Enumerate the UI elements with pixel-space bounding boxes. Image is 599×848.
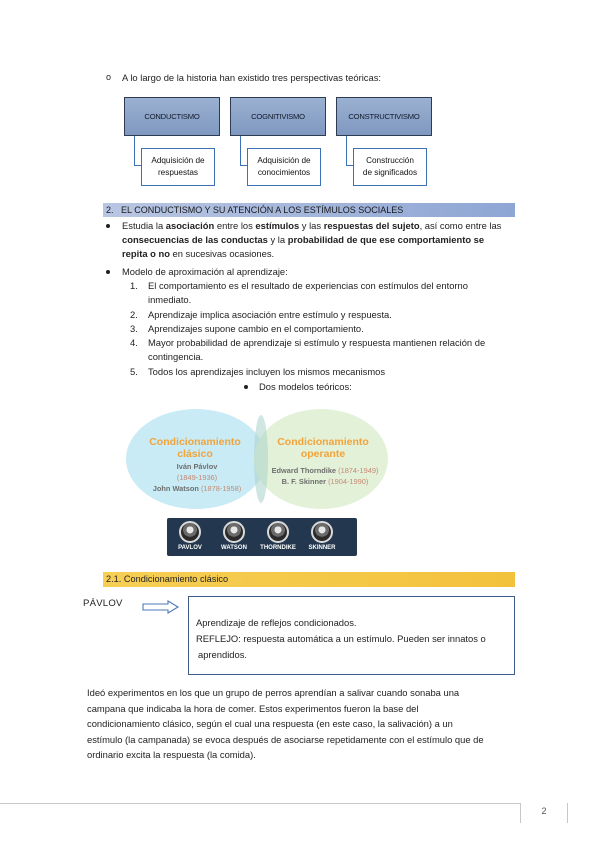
- venn-left-person-2: John Watson (1878-1958): [152, 484, 242, 493]
- arrow-right-icon: [142, 600, 180, 614]
- paragraph-line: ordinario excita la respuesta (la comida…: [87, 749, 256, 760]
- list-number: 4.: [130, 337, 138, 348]
- bullet-1-line-3: repita o no en sucesivas ocasiones.: [122, 248, 275, 259]
- list-item-continuation: inmediato.: [148, 294, 192, 305]
- list-bullet: o: [106, 72, 112, 82]
- bullet-1-line-1: Estudia la asociación entre los estímulo…: [122, 220, 502, 231]
- bullet-3-text: Dos modelos teóricos:: [259, 381, 352, 392]
- portrait-label: PAVLOV: [178, 545, 202, 551]
- list-number: 5.: [130, 366, 138, 377]
- perspective-cognitivismo: COGNITIVISMO: [230, 97, 326, 136]
- list-item: Aprendizajes supone cambio en el comport…: [148, 323, 364, 334]
- bullet-2-text: Modelo de aproximación al aprendizaje:: [122, 266, 288, 277]
- definition-line: aprendidos.: [198, 649, 247, 660]
- connector-line: [346, 136, 355, 166]
- bullet-1-line-2: consecuencias de las conductas y la prob…: [122, 234, 485, 245]
- paragraph-line: condicionamiento clásico, según el cual …: [87, 718, 453, 729]
- portrait-image: [179, 521, 201, 543]
- portrait-label: SKINNER: [308, 545, 336, 551]
- list-item: Mayor probabilidad de aprendizaje si est…: [148, 337, 486, 348]
- venn-right-person-2: B. F. Skinner (1904-1990): [281, 477, 369, 486]
- definition-line: REFLEJO: respuesta automática a un estím…: [196, 633, 486, 644]
- list-item: Todos los aprendizajes incluyen los mism…: [148, 366, 386, 377]
- perspective-conductismo: CONDUCTISMO: [124, 97, 220, 136]
- section-number: 2.: [106, 205, 114, 215]
- paragraph-line: estímulo (la campanada) se evoca después…: [87, 734, 484, 745]
- portraits-strip: PAVLOV WATSON THORNDIKE SKINNER: [167, 518, 357, 556]
- footer-rule: [0, 803, 520, 804]
- perspective-constructivismo: CONSTRUCTIVISMO: [336, 97, 432, 136]
- venn-left-person-1: Iván Pávlov(1849-1936): [176, 462, 218, 482]
- paragraph-line: Ideó experimentos en los que un grupo de…: [87, 687, 460, 698]
- portrait-image: [267, 521, 289, 543]
- page-number-box: [520, 803, 568, 823]
- section-2-1-header: 2.1. Condicionamiento clásico: [103, 572, 515, 587]
- section-title: EL CONDUCTISMO Y SU ATENCIÓN A LOS ESTÍM…: [121, 205, 404, 215]
- connector-line: [134, 136, 143, 166]
- definition-line: Aprendizaje de reflejos condicionados.: [196, 617, 357, 628]
- list-item: El comportamiento es el resultado de exp…: [148, 280, 468, 291]
- definition-box: [188, 596, 515, 675]
- portrait-image: [223, 521, 245, 543]
- venn-right-circle: [254, 409, 388, 509]
- list-number: 3.: [130, 323, 138, 334]
- paragraph-line: campana que indicaba la hora de comer. E…: [87, 703, 419, 714]
- intro-text: A lo largo de la historia han existido t…: [122, 72, 381, 83]
- list-number: 2.: [130, 309, 138, 320]
- bullet-dot: [106, 224, 110, 228]
- bullet-dot: [106, 270, 110, 274]
- venn-right-person-1: Edward Thorndike (1874-1949): [271, 466, 379, 475]
- portrait-label: WATSON: [221, 545, 247, 551]
- venn-left-circle: [126, 409, 266, 509]
- portrait-label: THORNDIKE: [260, 545, 296, 551]
- portrait-image: [311, 521, 333, 543]
- section-2-header: 2. EL CONDUCTISMO Y SU ATENCIÓN A LOS ES…: [103, 203, 515, 217]
- list-number: 1.: [130, 280, 138, 291]
- venn-overlap: [254, 415, 268, 503]
- list-item-continuation: contingencia.: [148, 351, 204, 362]
- bullet-dot: [244, 385, 248, 389]
- connector-line: [240, 136, 249, 166]
- pavlov-label: PÁVLOV: [83, 598, 123, 609]
- page-number: 2: [541, 806, 547, 816]
- list-item: Aprendizaje implica asociación entre est…: [148, 309, 392, 320]
